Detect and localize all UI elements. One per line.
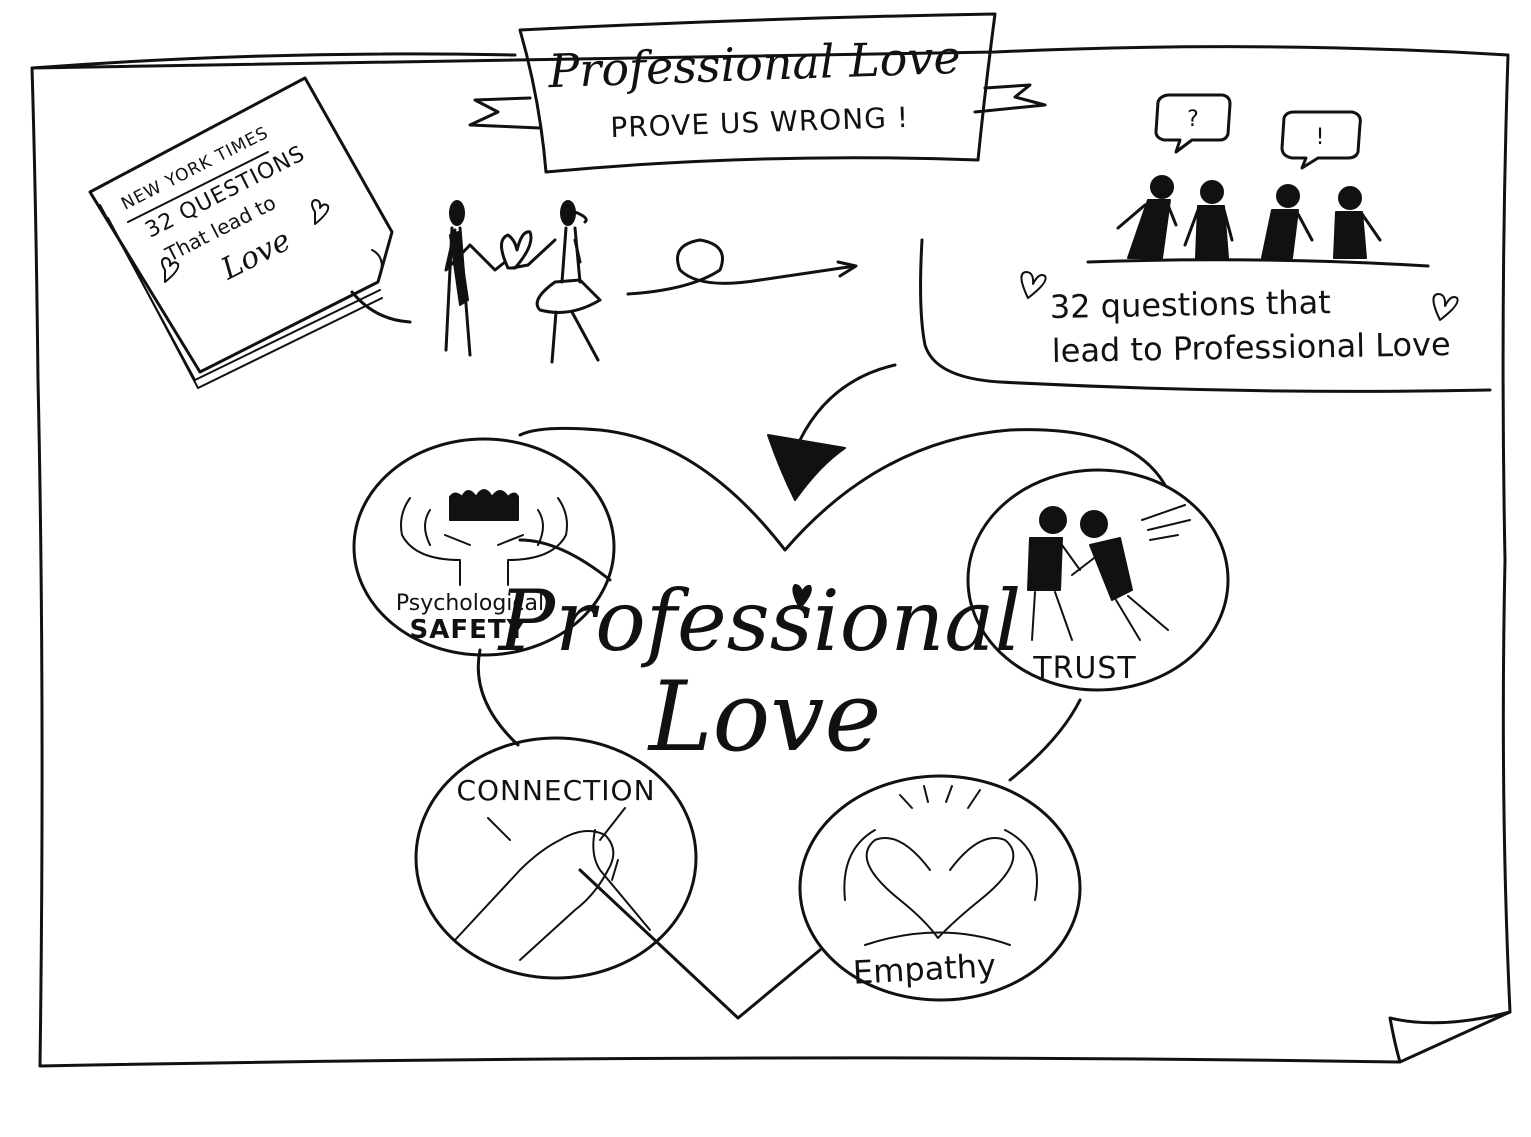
heart-doodle-icon bbox=[1020, 271, 1047, 299]
pillar-empathy: Empathy bbox=[798, 774, 1082, 1002]
bubble-question: ? bbox=[1187, 107, 1199, 132]
newspaper-illustration: NEW YORK TIMES 32 QUESTIONS That lead to… bbox=[88, 76, 412, 389]
empathy-label: Empathy bbox=[852, 946, 997, 991]
clasped-hands-icon bbox=[454, 807, 651, 961]
crown-icon bbox=[449, 489, 519, 521]
pillar-connection: CONNECTION bbox=[414, 736, 698, 980]
banner-subtitle: PROVE US WRONG ! bbox=[610, 101, 910, 144]
hand-heart-icon bbox=[843, 829, 1038, 946]
trust-label: TRUST bbox=[1032, 651, 1137, 686]
team-panel: ? ! 32 questions that lead to Profession… bbox=[919, 93, 1492, 393]
team-caption-line1: 32 questions that bbox=[1049, 283, 1331, 326]
pillar-trust: TRUST bbox=[966, 468, 1230, 692]
open-hands-icon bbox=[400, 497, 568, 586]
heart-icon bbox=[500, 230, 533, 270]
heart-title-line1: Professional bbox=[497, 572, 1022, 670]
banner-title: Professional Love bbox=[546, 30, 961, 98]
bubble-exclamation: ! bbox=[1316, 125, 1325, 150]
safety-small-label: Psychological bbox=[396, 591, 544, 616]
heart-doodle-icon bbox=[1432, 293, 1459, 321]
pillar-safety: Psychological SAFETY bbox=[352, 437, 616, 657]
safety-big-label: SAFETY bbox=[410, 615, 527, 645]
connection-label: CONNECTION bbox=[456, 774, 655, 807]
curved-arrow bbox=[767, 363, 897, 501]
heart-icon bbox=[792, 584, 812, 609]
paper-sheet bbox=[30, 45, 1512, 1068]
heart-doodle-icon bbox=[311, 199, 330, 225]
team-caption-line2: lead to Professional Love bbox=[1051, 325, 1451, 370]
title-banner: Professional Love PROVE US WRONG ! bbox=[468, 12, 1047, 174]
heart-title-line2: Love bbox=[647, 661, 882, 773]
heart-doodle-icon bbox=[161, 257, 180, 283]
heart-outline bbox=[476, 426, 1167, 1020]
couple-illustration bbox=[444, 200, 858, 364]
